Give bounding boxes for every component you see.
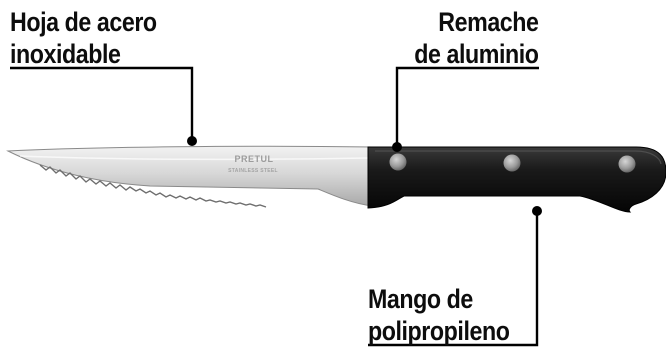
- leader-handle: [368, 206, 542, 347]
- handle-label-line2: polipropileno: [368, 316, 510, 346]
- rivet-label-line1: Remache: [438, 7, 540, 37]
- serrated-edge: [39, 164, 267, 208]
- blade-label-line2: inoxidable: [10, 39, 121, 69]
- blade-bevel: [19, 155, 369, 161]
- leader-blade: [10, 66, 197, 146]
- handle-label: Mango de polipropileno: [368, 283, 510, 347]
- rivet-label: Remache de aluminio: [414, 6, 540, 70]
- handle-label-line1: Mango de: [368, 284, 473, 314]
- blade-label-line1: Hoja de acero: [10, 7, 157, 37]
- rivet-2: [503, 154, 521, 172]
- rivet-label-line2: de aluminio: [414, 39, 540, 69]
- rivet-3: [618, 155, 636, 173]
- blade-marking: STAINLESS STEEL: [228, 168, 278, 174]
- blade-label: Hoja de acero inoxidable: [10, 6, 157, 70]
- leader-rivet: [392, 66, 539, 152]
- rivet-1: [389, 153, 407, 171]
- blade-brand: PRETUL: [235, 154, 274, 164]
- handle-highlight: [375, 150, 662, 165]
